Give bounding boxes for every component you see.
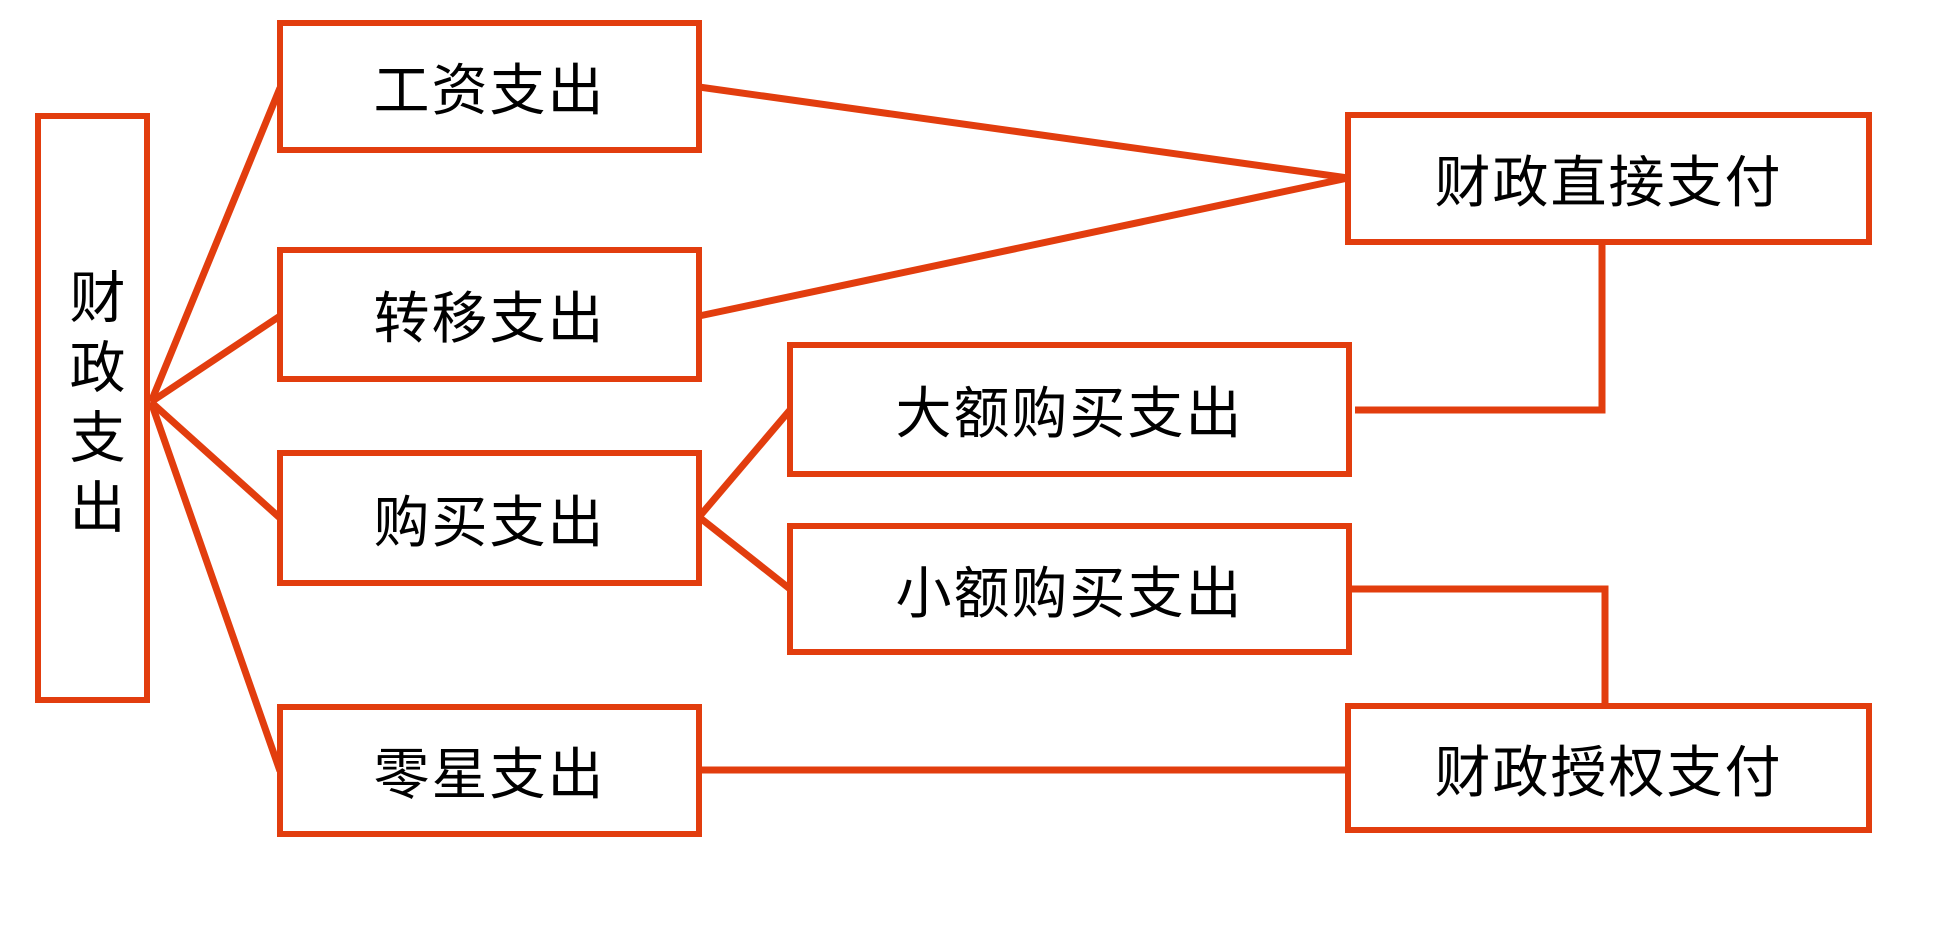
edge-transfer-direct — [698, 174, 1349, 320]
node-fiscal-expenditure-label: 财政支出 — [61, 268, 123, 548]
node-wage-expenditure-label: 工资支出 — [373, 61, 606, 123]
edge-root-petty — [147, 400, 284, 773]
node-fiscal-expenditure: 财政支出 — [35, 113, 150, 703]
edge-root-wage — [147, 86, 284, 404]
edge-purchase-large — [696, 407, 793, 520]
node-authorized-payment-label: 财政授权支付 — [1434, 742, 1783, 805]
node-purchase-expenditure-label: 购买支出 — [373, 492, 606, 555]
node-petty-expenditure-label: 零星支出 — [373, 745, 606, 807]
node-transfer-expenditure-label: 转移支出 — [373, 289, 606, 351]
node-direct-payment: 财政直接支付 — [1345, 112, 1872, 245]
node-petty-expenditure: 零星支出 — [277, 704, 702, 837]
node-direct-payment-label: 财政直接支付 — [1434, 153, 1783, 215]
edge-wage-direct — [698, 83, 1349, 182]
edge-root-purchase — [148, 399, 283, 521]
node-large-purchase-label: 大额购买支出 — [895, 384, 1244, 446]
node-purchase-expenditure: 购买支出 — [277, 450, 702, 586]
node-small-purchase: 小额购买支出 — [787, 523, 1352, 655]
node-transfer-expenditure: 转移支出 — [277, 247, 702, 382]
node-large-purchase: 大额购买支出 — [787, 342, 1352, 477]
node-wage-expenditure: 工资支出 — [277, 20, 702, 153]
edge-root-transfer — [149, 313, 282, 405]
node-small-purchase-label: 小额购买支出 — [895, 563, 1244, 626]
edge-small-authorized — [1349, 585, 1609, 706]
node-authorized-payment: 财政授权支付 — [1345, 703, 1872, 833]
edge-purchase-small — [696, 514, 793, 592]
edge-direct-large — [1355, 242, 1606, 414]
